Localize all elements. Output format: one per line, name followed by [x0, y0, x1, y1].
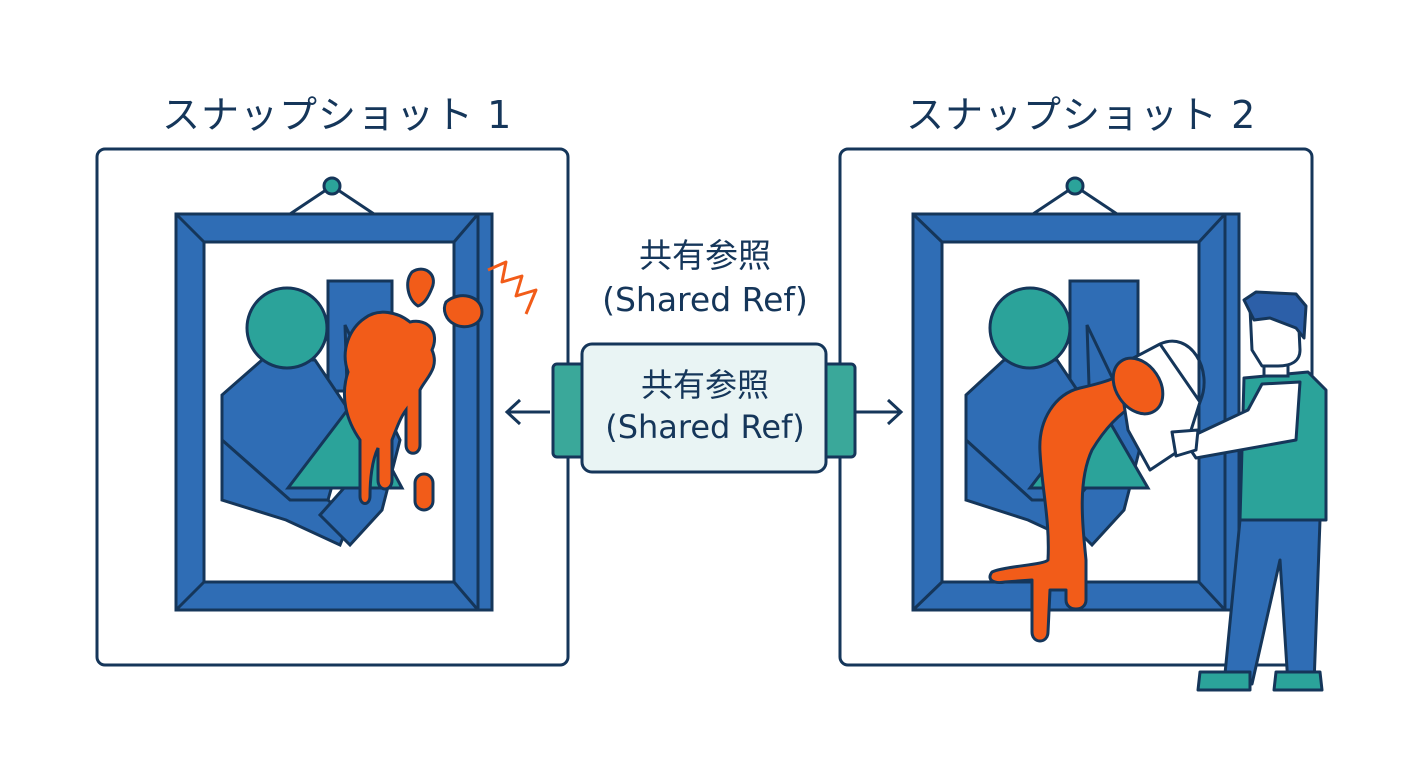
connector-body: [580, 342, 828, 474]
paint-pour-2: [988, 370, 1150, 643]
snapshot-2: [838, 147, 1328, 692]
paint-bucket-icon: [1111, 339, 1206, 472]
snapshot-1-title: スナップショット 1: [162, 93, 513, 137]
arrow-left-icon: [504, 398, 550, 426]
hanger-icon: [289, 176, 375, 216]
shared-ref-caption: 共有参照 (Shared Ref): [580, 234, 830, 322]
connector-cap-right: [821, 362, 857, 459]
shared-ref-caption-en: (Shared Ref): [602, 280, 808, 319]
shared-ref-tube-label: 共有参照 (Shared Ref): [585, 364, 825, 448]
hanger-icon: [1032, 176, 1118, 216]
shared-ref-caption-jp: 共有参照: [639, 236, 771, 275]
snapshot-1: [95, 147, 570, 667]
shared-ref-tube-label-jp: 共有参照: [640, 366, 769, 404]
shared-ref-connector: [504, 342, 904, 474]
arrow-right-icon: [856, 398, 904, 426]
impact-spark-icon: [487, 260, 538, 315]
connector-cap-left: [551, 362, 587, 459]
paint-splash-1: [342, 267, 484, 512]
snapshot-2-title: スナップショット 2: [906, 93, 1257, 137]
person-icon: [1182, 290, 1328, 692]
shared-ref-tube-label-en: (Shared Ref): [605, 408, 805, 446]
